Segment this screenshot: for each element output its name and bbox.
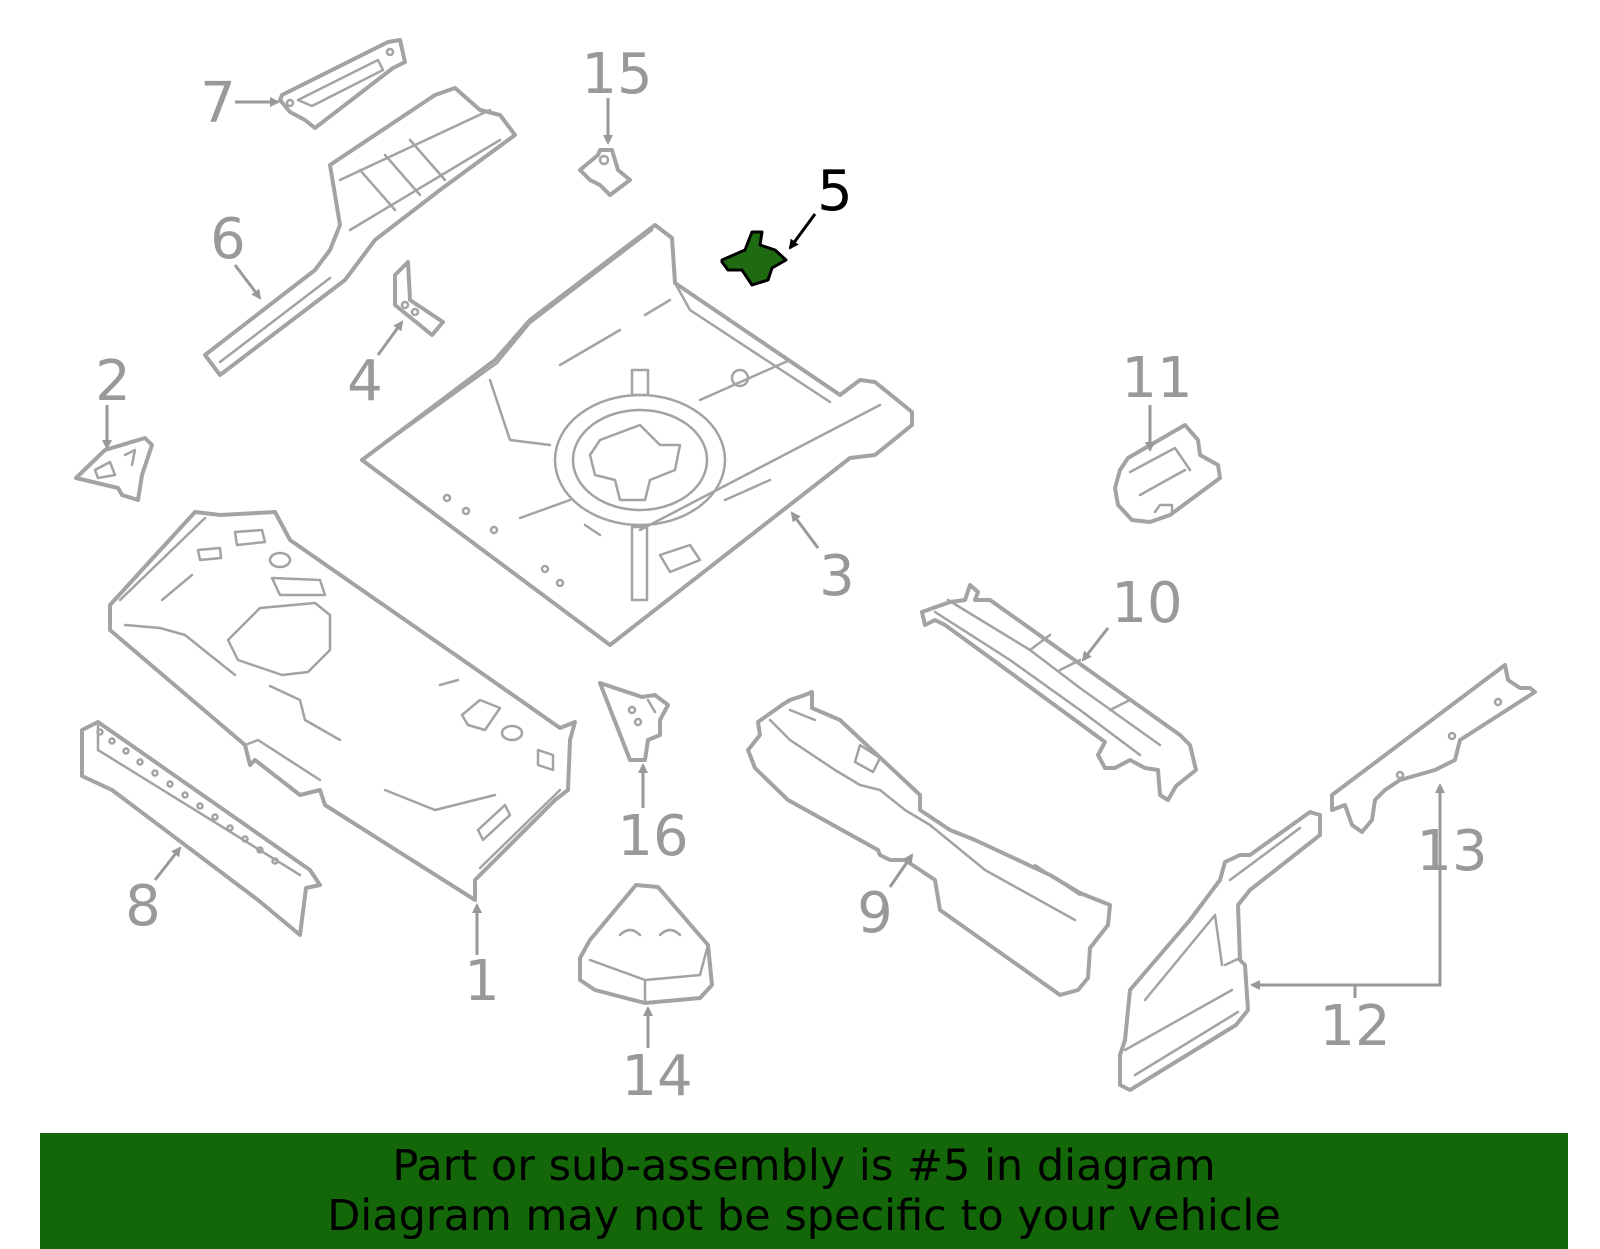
banner-line-1: Part or sub-assembly is #5 in diagram <box>392 1141 1216 1191</box>
part-16[interactable] <box>598 681 670 762</box>
part-15[interactable] <box>578 148 632 197</box>
part-14[interactable] <box>578 883 714 1005</box>
callout-7[interactable]: 7 <box>200 71 236 136</box>
callout-1[interactable]: 1 <box>464 949 500 1014</box>
callout-16[interactable]: 16 <box>617 804 688 869</box>
part-9[interactable] <box>746 690 1112 997</box>
part-13[interactable] <box>1330 663 1537 834</box>
callout-8[interactable]: 8 <box>125 874 161 939</box>
part-10[interactable] <box>920 583 1198 802</box>
callout-15[interactable]: 15 <box>581 42 652 107</box>
part-8[interactable] <box>80 720 322 937</box>
part-6[interactable] <box>203 86 517 377</box>
part-3[interactable] <box>360 223 914 647</box>
callout-5[interactable]: 5 <box>817 159 853 224</box>
callout-3[interactable]: 3 <box>819 544 855 609</box>
callouts: 1 2 3 4 5 6 7 8 9 10 11 12 13 <box>95 42 1487 1109</box>
part-2[interactable] <box>74 436 154 502</box>
part-11[interactable] <box>1113 423 1222 524</box>
part-4[interactable] <box>393 260 445 337</box>
callout-4[interactable]: 4 <box>347 349 383 414</box>
callout-2[interactable]: 2 <box>95 349 131 414</box>
callout-6[interactable]: 6 <box>210 207 246 272</box>
callout-11[interactable]: 11 <box>1121 346 1192 411</box>
banner-line-2: Diagram may not be specific to your vehi… <box>327 1191 1281 1241</box>
part-12[interactable] <box>1118 810 1322 1092</box>
callout-9[interactable]: 9 <box>857 881 893 946</box>
callout-10[interactable]: 10 <box>1111 571 1182 636</box>
callout-13[interactable]: 13 <box>1416 819 1487 884</box>
part-1[interactable] <box>108 510 577 902</box>
part-7[interactable] <box>278 38 407 130</box>
callout-12[interactable]: 12 <box>1319 994 1390 1059</box>
callout-14[interactable]: 14 <box>621 1044 692 1109</box>
part-5-selected[interactable] <box>720 230 788 287</box>
info-banner: Part or sub-assembly is #5 in diagram Di… <box>40 1133 1568 1249</box>
